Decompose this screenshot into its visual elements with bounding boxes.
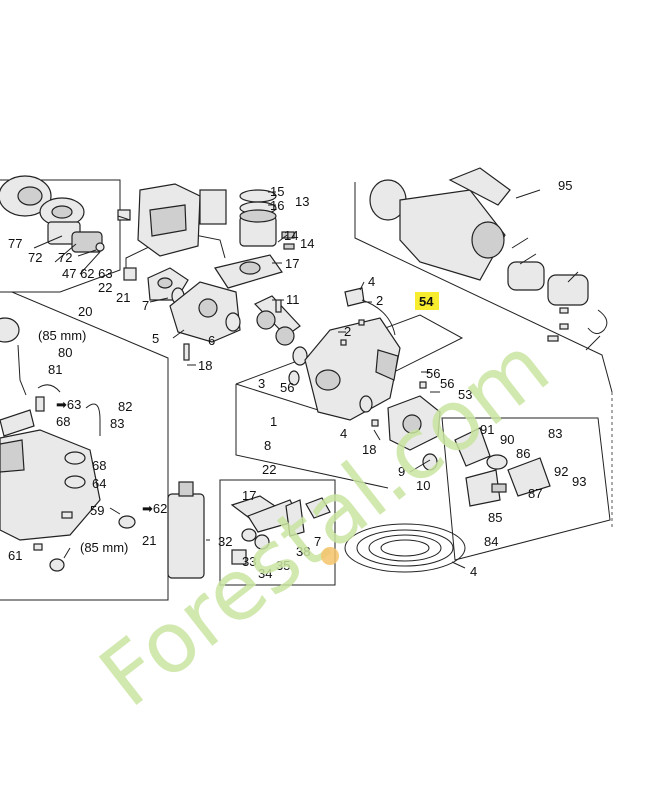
label-24: 22 (262, 462, 276, 477)
engine-housing (0, 317, 136, 572)
muffler (117, 183, 227, 257)
crankshaft (225, 295, 308, 366)
label-87: 95 (558, 178, 572, 193)
label-85b: 92 (554, 464, 568, 479)
coil-spring (344, 523, 466, 573)
label-20: 20 (78, 304, 92, 319)
label-72b: 7 (314, 534, 321, 549)
leader-lines (33, 189, 601, 569)
watermark-dot (321, 547, 339, 565)
label-32: 77 (8, 236, 22, 251)
starter-assembly (0, 175, 105, 253)
label-56b: 61 (8, 548, 22, 563)
label-35: 47 62 63 (62, 266, 113, 281)
label-86: 93 (572, 474, 586, 489)
label-23: 21 (142, 533, 156, 548)
label-18b: 18 (362, 442, 376, 457)
label-63: 80 (58, 345, 72, 360)
label-5: 5 (152, 331, 159, 346)
label-53: 56 (426, 366, 440, 381)
label-3: 3 (258, 376, 265, 391)
label-77: 35 (276, 558, 290, 573)
label-15: 14 (300, 236, 314, 251)
label-4a: 4 (340, 426, 347, 441)
label-9: 9 (398, 464, 405, 479)
label-81: 84 (484, 534, 498, 549)
label-4b: 34 (258, 566, 272, 581)
label-11: 11 (286, 292, 300, 307)
label-84: 90 (500, 432, 514, 447)
label-10: 10 (416, 478, 430, 493)
label-49: 53 (458, 387, 472, 402)
label-8: 8 (264, 438, 271, 453)
label-34: 72 (58, 250, 72, 265)
intake-assembly (123, 254, 283, 305)
label-17b: 17 (242, 488, 256, 503)
label-68a: ➡62 (142, 501, 167, 516)
label-22: 22 (98, 280, 112, 295)
label-47-62-63: 4 (470, 564, 477, 579)
label-50: 54 (419, 294, 434, 309)
label-57: 64 (92, 476, 106, 491)
highlighted-part-marker (415, 292, 439, 310)
label-52: 4 (368, 274, 375, 289)
crankcase-main (288, 287, 401, 421)
label-61: ➡63 (56, 397, 81, 412)
part-labels: 77 72 72 47 62 63 22 21 20 7 5 6 18 15 1… (8, 178, 586, 581)
gasket-kit (230, 495, 331, 565)
gasket-kit-box (219, 479, 336, 586)
label-62: 82 (118, 399, 132, 414)
label-56a: 59 (90, 503, 104, 518)
label-1: 1 (270, 414, 277, 429)
label-82: 85 (488, 510, 502, 525)
label-18a: 18 (198, 358, 212, 373)
label-63-mm: 81 (48, 362, 62, 377)
label-64: (85 mm) (38, 328, 86, 343)
gearhead (369, 167, 608, 342)
label-58: 68 (92, 458, 106, 473)
label-7b: 33 (242, 554, 256, 569)
clutch-parts (454, 427, 551, 507)
label-68b: (85 mm) (80, 540, 128, 555)
piston-group (239, 189, 295, 250)
diagram-frames (0, 179, 613, 601)
label-17a: 17 (285, 256, 299, 271)
grease-tube (167, 481, 205, 579)
label-54: 56 (440, 376, 454, 391)
label-83a: 86 (516, 446, 530, 461)
label-72a: 38 (296, 544, 310, 559)
label-33: 72 (28, 250, 42, 265)
label-83b: 87 (528, 486, 542, 501)
label-2b: 56 (280, 380, 294, 395)
label-85a: 91 (480, 422, 494, 437)
flywheel (371, 381, 441, 471)
label-38: 32 (218, 534, 232, 549)
label-59: 68 (56, 414, 70, 429)
label-2a: 2 (344, 324, 351, 339)
crankcase-left (169, 281, 241, 361)
label-14a: 15 (270, 184, 284, 199)
label-13: 13 (295, 194, 309, 209)
label-51: 2 (376, 293, 383, 308)
label-6: 6 (208, 333, 215, 348)
label-21: 21 (116, 290, 130, 305)
label-14b: 16 (270, 198, 284, 213)
label-7a: 7 (142, 298, 149, 313)
clutch-box (441, 417, 611, 561)
label-80: 83 (548, 426, 562, 441)
label-62-mm: 83 (110, 416, 124, 431)
label-16: 14 (284, 228, 298, 243)
